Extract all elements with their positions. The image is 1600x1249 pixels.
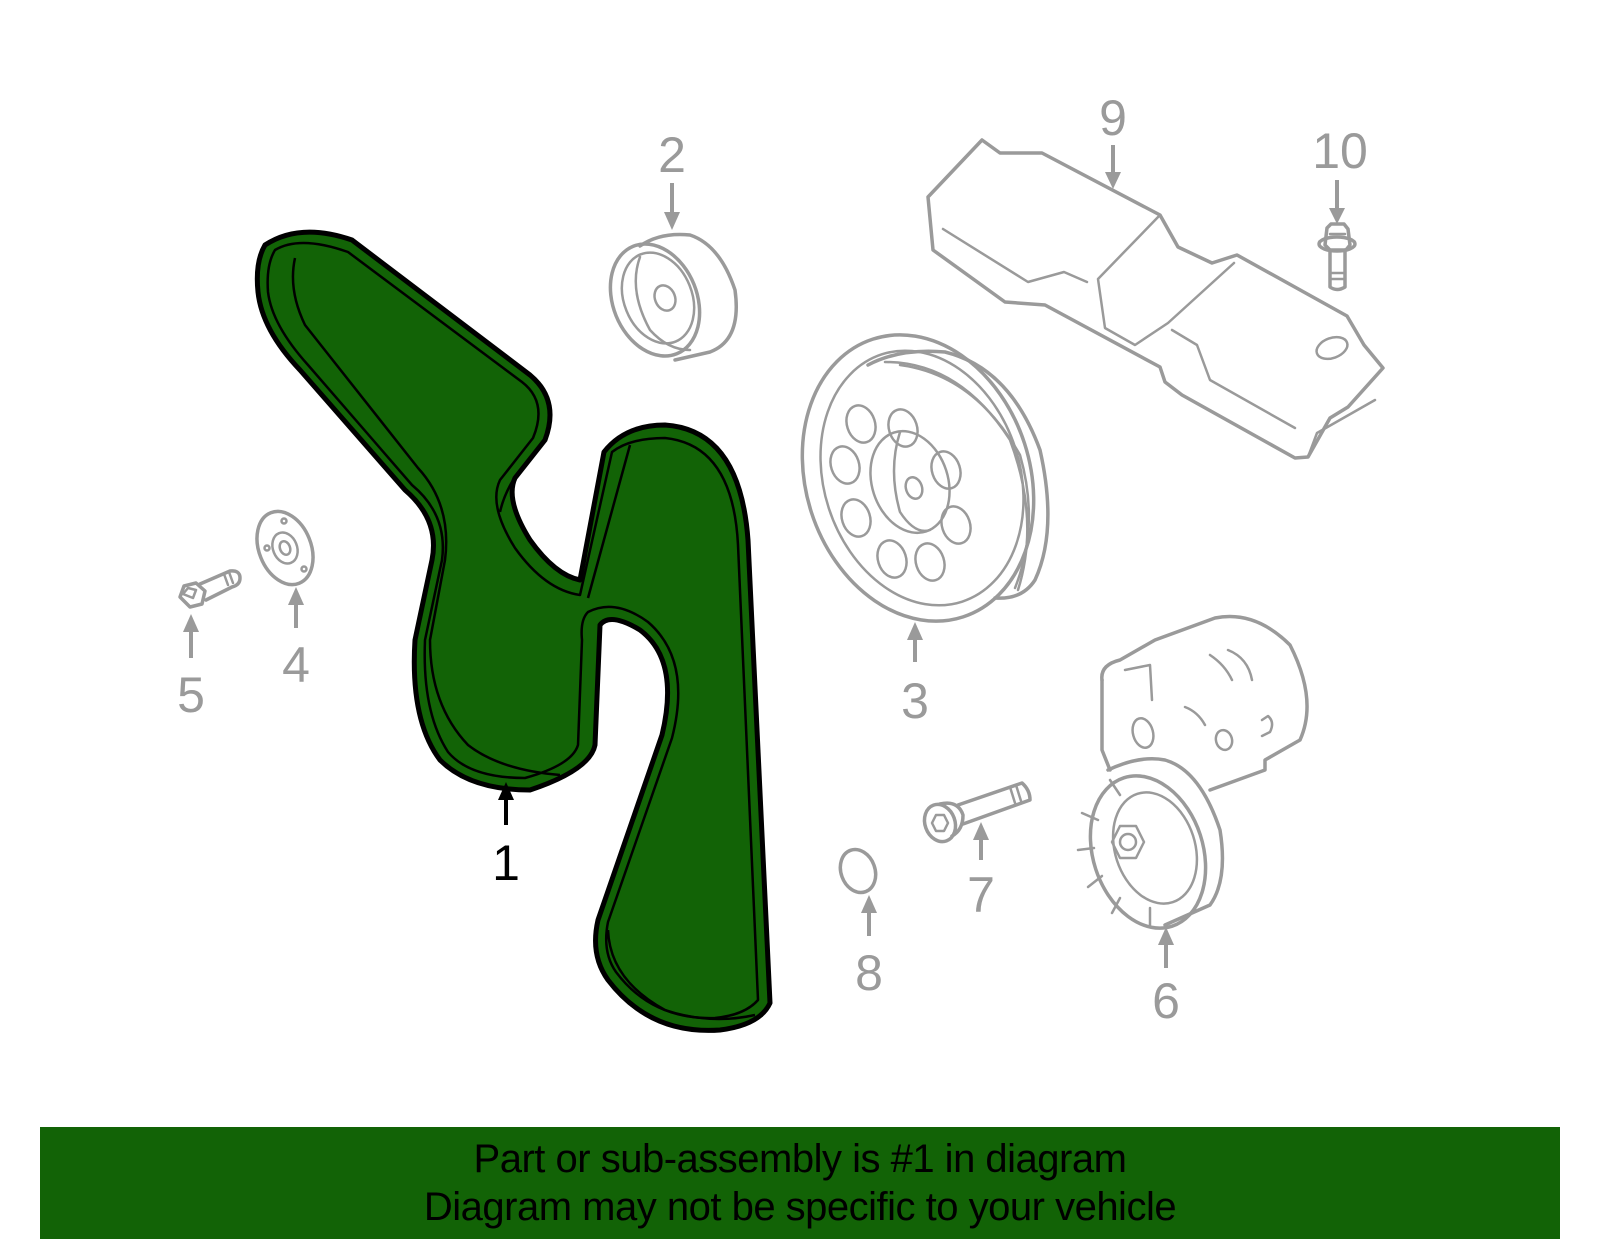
callout-number-6: 6	[1152, 973, 1180, 1029]
arrow-7-head-icon	[973, 822, 989, 840]
callout-number-8: 8	[855, 945, 883, 1001]
callout-10: 10	[1312, 123, 1368, 224]
banner-part-notice: Part or sub-assembly is #1 in diagram	[473, 1137, 1127, 1181]
callout-1: 1	[492, 782, 520, 891]
crankshaft-pulley-part-3[interactable]	[766, 305, 1069, 652]
arrow-5-head-icon	[183, 614, 199, 632]
callout-number-5: 5	[177, 667, 205, 723]
banner-disclaimer: Diagram may not be specific to your vehi…	[423, 1185, 1177, 1229]
callout-9: 9	[1099, 90, 1127, 189]
arrow-8-head-icon	[861, 895, 877, 913]
idler-pulley-part-2[interactable]	[594, 230, 738, 369]
flange-bolt-part-5[interactable]	[178, 569, 242, 609]
arrow-4-head-icon	[288, 587, 304, 605]
arrow-9-head-icon	[1105, 172, 1121, 189]
mounting-bracket-part-9[interactable]	[926, 138, 1385, 460]
callout-6: 6	[1152, 927, 1180, 1029]
callout-number-7: 7	[967, 867, 995, 923]
parts-diagram: 1 2 3	[177, 90, 1385, 1033]
callout-2: 2	[658, 127, 686, 230]
arrow-2-head-icon	[664, 212, 680, 230]
arrow-10-head-icon	[1329, 208, 1345, 224]
cover-plate-part-4[interactable]	[247, 503, 324, 593]
callout-5: 5	[177, 614, 205, 723]
callout-number-3: 3	[901, 673, 929, 729]
info-banner: Part or sub-assembly is #1 in diagram Di…	[40, 1127, 1560, 1239]
o-ring-part-8[interactable]	[835, 845, 882, 898]
belt-tensioner-part-6[interactable]	[1072, 614, 1309, 944]
callout-number-9: 9	[1099, 90, 1127, 146]
callout-number-4: 4	[282, 637, 310, 693]
arrow-1-head-icon	[498, 782, 514, 800]
callout-number-1: 1	[492, 835, 520, 891]
socket-head-bolt-part-7[interactable]	[919, 781, 1032, 846]
callout-3: 3	[901, 622, 929, 729]
callout-number-10: 10	[1312, 123, 1368, 179]
callout-8: 8	[855, 895, 883, 1001]
serpentine-belt-part-1[interactable]	[254, 229, 773, 1033]
arrow-6-head-icon	[1158, 927, 1174, 945]
callout-number-2: 2	[658, 127, 686, 183]
callout-4: 4	[282, 587, 310, 693]
bracket-bolt-part-10[interactable]	[1317, 222, 1357, 292]
callout-7: 7	[967, 822, 995, 923]
arrow-3-head-icon	[907, 622, 923, 640]
